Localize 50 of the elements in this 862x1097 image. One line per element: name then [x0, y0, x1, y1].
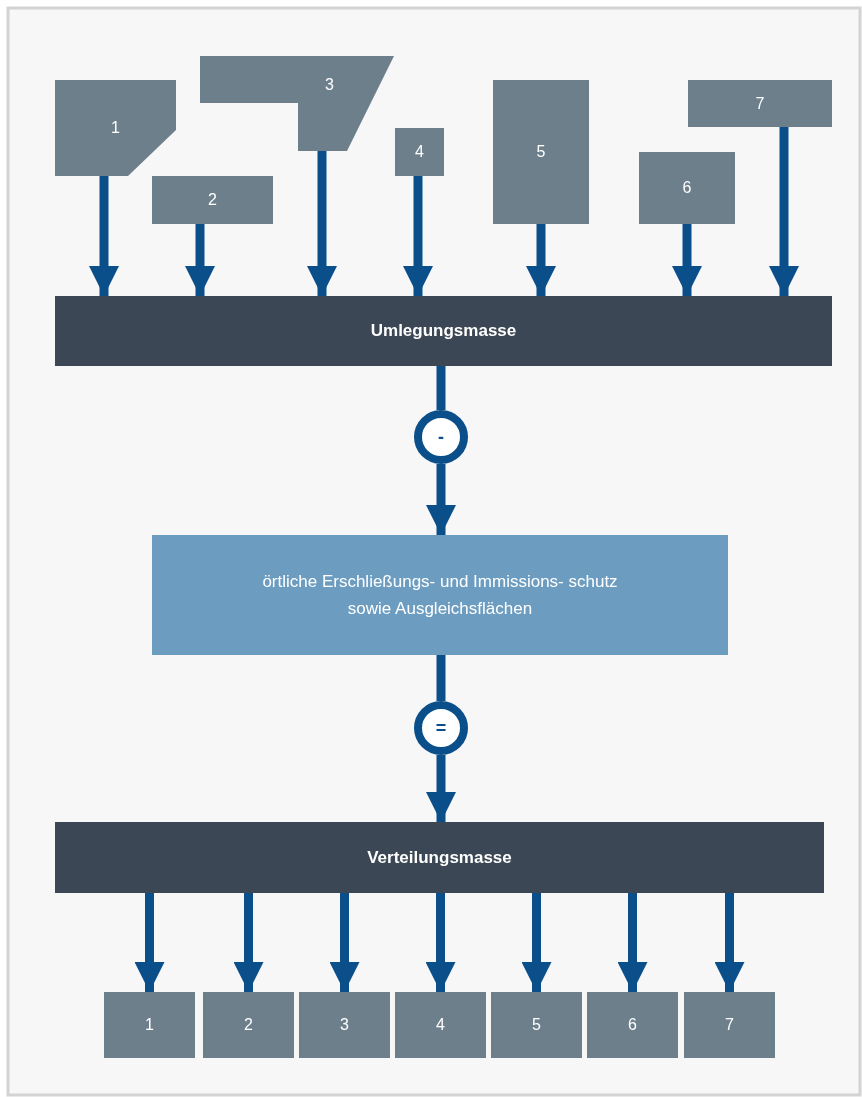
parcel-shape	[688, 80, 832, 127]
arrow	[89, 176, 119, 296]
parcel-shape	[639, 152, 735, 224]
arrow	[769, 127, 799, 296]
parcel-number: 6	[682, 179, 692, 197]
arrow	[307, 151, 337, 296]
operator-sign: -	[438, 428, 444, 446]
mass-bar	[55, 822, 824, 893]
mass-bar	[55, 296, 832, 366]
operator-sign: =	[435, 719, 447, 737]
parcel-shape	[684, 992, 775, 1058]
parcel-number: 1	[111, 119, 120, 137]
parcel-shape	[587, 992, 678, 1058]
parcel-number: 5	[536, 143, 546, 161]
arrow	[403, 176, 433, 296]
parcel-number: 3	[325, 76, 334, 94]
arrow	[526, 224, 556, 296]
parcel-number: 3	[340, 1016, 349, 1034]
box-text: örtliche Erschließungs- und Immissions- schutz sowie Ausgleichsflächen	[261, 571, 619, 620]
parcel-shape	[491, 992, 582, 1058]
parcel-number: 6	[628, 1016, 637, 1034]
arrow	[426, 464, 456, 535]
arrow	[185, 224, 215, 296]
parcel-shape	[493, 80, 589, 224]
parcel-shape	[395, 992, 486, 1058]
parcel-number: 7	[725, 1016, 734, 1034]
parcel-number: 5	[532, 1016, 541, 1034]
arrow	[134, 893, 165, 992]
arrow	[617, 893, 648, 992]
parcel-number: 2	[244, 1016, 253, 1034]
parcel-shape	[152, 176, 273, 224]
parcel-shape	[104, 992, 195, 1058]
parcel-number: 1	[145, 1016, 154, 1034]
parcel-number: 4	[415, 143, 424, 161]
arrow	[329, 893, 360, 992]
bar-title: Umlegungsmasse	[370, 321, 517, 341]
arrow	[521, 893, 552, 992]
parcel-number: 4	[436, 1016, 445, 1034]
arrow	[714, 893, 745, 992]
arrow	[425, 893, 456, 992]
arrow	[233, 893, 264, 992]
parcel-number: 7	[755, 94, 765, 113]
arrow	[672, 224, 702, 296]
bar-title: Verteilungsmasse	[367, 847, 512, 868]
parcel-number: 2	[208, 191, 217, 209]
parcel-shape	[203, 992, 294, 1058]
parcel-shape	[299, 992, 390, 1058]
arrow	[426, 755, 456, 822]
deduction-box	[152, 535, 728, 655]
parcel-shape	[395, 128, 444, 176]
